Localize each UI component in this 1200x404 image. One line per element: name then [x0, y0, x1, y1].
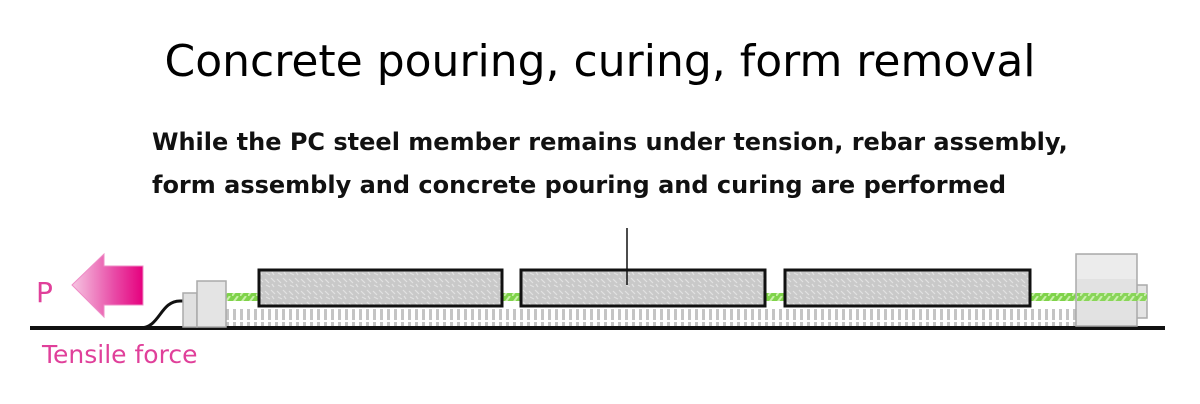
description-line-2: form assembly and concrete pouring and c…	[152, 171, 1007, 199]
description-line-1: While the PC steel member remains under …	[152, 128, 1068, 156]
tensile-force-arrow	[71, 252, 144, 319]
strand-through-anchor	[1077, 293, 1147, 301]
page-title: Concrete pouring, curing, form removal	[164, 36, 1036, 87]
concrete-member-2	[519, 268, 767, 308]
left-anchor-large	[196, 280, 227, 328]
left-anchor-small	[182, 292, 198, 328]
concrete-member-1	[257, 268, 504, 308]
force-symbol: P	[36, 276, 53, 309]
tensile-force-label: Tensile force	[42, 340, 198, 369]
concrete-member-3	[783, 268, 1032, 308]
formwork-rail	[225, 309, 1077, 326]
right-anchor-highlight	[1077, 255, 1136, 279]
anchor-cable	[139, 299, 186, 330]
